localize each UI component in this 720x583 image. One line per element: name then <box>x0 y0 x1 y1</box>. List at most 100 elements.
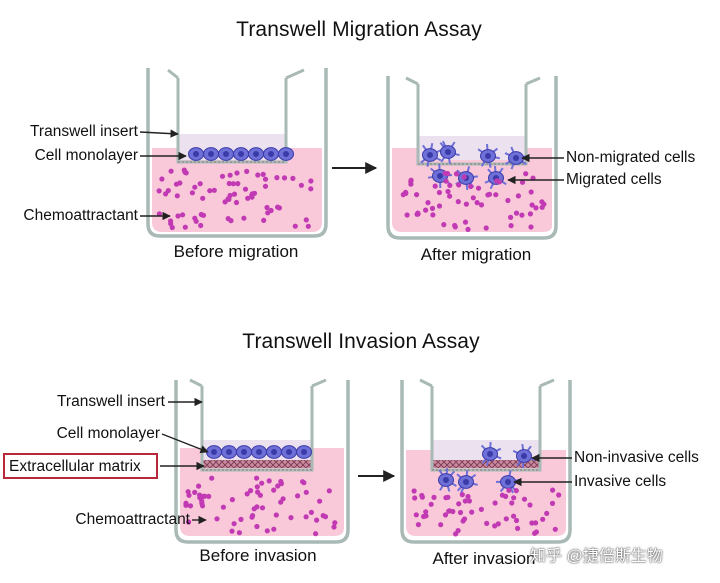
cell <box>438 467 457 492</box>
chemoattractant-dot <box>412 495 418 501</box>
chemoattractant-dot <box>425 200 431 206</box>
chemoattractant-dot <box>156 211 162 217</box>
invasion-after-caption: After invasion <box>432 549 536 568</box>
chemoattractant-dot <box>308 186 314 192</box>
chemoattractant-dot <box>278 478 284 485</box>
invasion-label-extracellular-matrix: Extracellular matrix <box>3 453 158 479</box>
chemoattractant-dot <box>419 492 425 499</box>
chemoattractant-dot <box>447 182 453 188</box>
chemoattractant-dot <box>264 528 270 534</box>
chemoattractant-dot <box>468 183 474 190</box>
chemoattractant-dot <box>523 171 529 177</box>
chemoattractant-dot <box>414 192 420 198</box>
chemoattractant-dot <box>462 498 468 504</box>
chemoattractant-dot <box>249 514 255 520</box>
migration-label-non-migrated: Non-migrated cells <box>566 149 696 166</box>
chemoattractant-dot <box>455 199 461 205</box>
chemoattractant-dot <box>228 218 234 224</box>
chemoattractant-dot <box>428 501 434 507</box>
chemoattractant-dot <box>552 526 558 532</box>
chemoattractant-dot <box>197 181 203 187</box>
migration-before-chemoattractant-dots <box>156 167 314 231</box>
chemoattractant-dot <box>199 500 205 506</box>
chemoattractant-dot <box>415 522 421 528</box>
chemoattractant-dot <box>313 531 319 537</box>
chemoattractant-dot <box>266 478 272 484</box>
cell <box>477 143 500 168</box>
cell <box>512 443 536 469</box>
migration-label-insert: Transwell insert <box>30 123 138 140</box>
chemoattractant-dot <box>550 487 556 493</box>
cell <box>427 163 453 189</box>
chemoattractant-dot <box>447 193 453 199</box>
invasion-before-caption: Before invasion <box>199 546 317 565</box>
chemoattractant-dot <box>231 191 238 197</box>
chemoattractant-dot <box>255 489 261 495</box>
chemoattractant-dot <box>181 167 187 173</box>
chemoattractant-dot <box>469 509 475 515</box>
chemoattractant-dot <box>259 480 265 486</box>
chemoattractant-dot <box>322 514 329 520</box>
chemoattractant-dot <box>234 170 240 176</box>
chemoattractant-dot <box>462 219 469 225</box>
chemoattractant-dot <box>527 502 533 508</box>
cell <box>203 147 219 161</box>
chemoattractant-dot <box>533 205 539 211</box>
leader-lines <box>139 129 572 525</box>
chemoattractant-dot <box>456 182 462 188</box>
chemoattractant-dot <box>177 180 183 186</box>
chemoattractant-dot <box>226 180 232 187</box>
chemoattractant-dot <box>540 516 546 522</box>
chemoattractant-dot <box>511 495 517 501</box>
migration-label-migrated: Migrated cells <box>566 171 662 188</box>
invasion-monolayer-cells <box>206 445 312 459</box>
invasion-label-invasive: Invasive cells <box>574 473 667 490</box>
chemoattractant-dot <box>200 493 206 499</box>
chemoattractant-dot <box>165 188 171 194</box>
chemoattractant-dot <box>452 222 458 229</box>
chemoattractant-dot <box>290 175 296 181</box>
chemoattractant-dot <box>529 520 535 526</box>
chemoattractant-dot <box>317 498 323 504</box>
chemoattractant-dot <box>261 217 267 223</box>
chemoattractant-dot <box>442 512 449 518</box>
chemoattractant-dot <box>445 494 451 500</box>
cell <box>281 445 297 459</box>
chemoattractant-dot <box>227 172 233 178</box>
chemoattractant-dot <box>220 504 226 510</box>
chemoattractant-dot <box>513 488 519 494</box>
chemoattractant-dot <box>515 193 522 199</box>
invasion-label-insert: Transwell insert <box>57 393 165 410</box>
chemoattractant-dot <box>301 480 307 486</box>
chemoattractant-dot <box>527 211 534 217</box>
cell <box>233 147 249 161</box>
chemoattractant-dot <box>496 179 503 185</box>
chemoattractant-dot <box>539 204 545 210</box>
cell <box>296 445 312 459</box>
chemoattractant-dot <box>505 197 511 204</box>
chemoattractant-dot <box>275 204 281 210</box>
cell <box>495 470 520 494</box>
chemoattractant-dot <box>238 516 244 523</box>
chemoattractant-dot <box>254 475 260 481</box>
chemoattractant-dot <box>459 492 465 498</box>
chemoattractant-dot <box>308 178 314 184</box>
chemoattractant-dot <box>260 171 266 177</box>
chemoattractant-dot <box>423 207 429 213</box>
migration-before-caption: Before migration <box>173 242 299 261</box>
chemoattractant-dot <box>544 510 550 516</box>
invasion-title: Transwell Invasion Assay <box>242 330 480 353</box>
chemoattractant-dot <box>278 499 284 505</box>
chemoattractant-dot <box>436 189 442 196</box>
chemoattractant-dot <box>229 528 235 534</box>
chemoattractant-dot <box>493 192 499 198</box>
chemoattractant-dot <box>227 192 233 199</box>
chemoattractant-dot <box>533 529 540 535</box>
chemoattractant-dot <box>413 512 419 518</box>
chemoattractant-dot <box>174 193 180 199</box>
migration-after-chemoattractant-dots <box>400 170 547 232</box>
invasion-before-chemoattractant-dots <box>183 475 338 537</box>
chemoattractant-dot <box>245 195 251 201</box>
chemoattractant-dot <box>292 223 298 229</box>
